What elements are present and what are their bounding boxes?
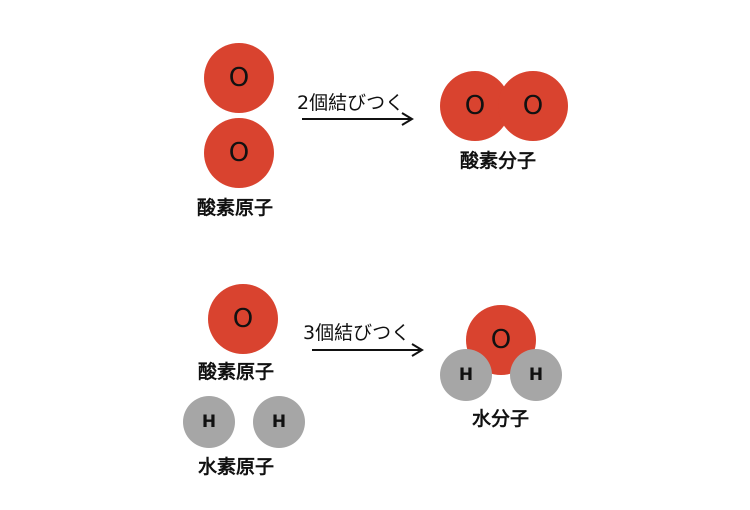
hydrogen-atom: H <box>183 396 235 448</box>
water-molecule-label: 水分子 <box>472 408 530 430</box>
right-arrow-icon <box>312 343 424 357</box>
oxygen-atom: O <box>204 43 274 113</box>
oxygen-atom-label: 酸素原子 <box>198 361 275 383</box>
water-hydrogen-atom: H <box>510 349 562 401</box>
arrow-label: 3個結びつく <box>303 322 411 344</box>
water-hydrogen-atom: H <box>440 349 492 401</box>
hydrogen-atom: H <box>253 396 305 448</box>
right-arrow-icon <box>302 112 414 126</box>
oxygen-atom-label: 酸素原子 <box>197 197 274 219</box>
oxygen-atom: O <box>204 118 274 188</box>
oxygen-molecule-label: 酸素分子 <box>460 150 537 172</box>
oxygen-molecule-atom: O <box>498 71 568 141</box>
hydrogen-atom-label: 水素原子 <box>198 456 275 478</box>
arrow-label: 2個結びつく <box>297 92 405 114</box>
oxygen-atom: O <box>208 284 278 354</box>
